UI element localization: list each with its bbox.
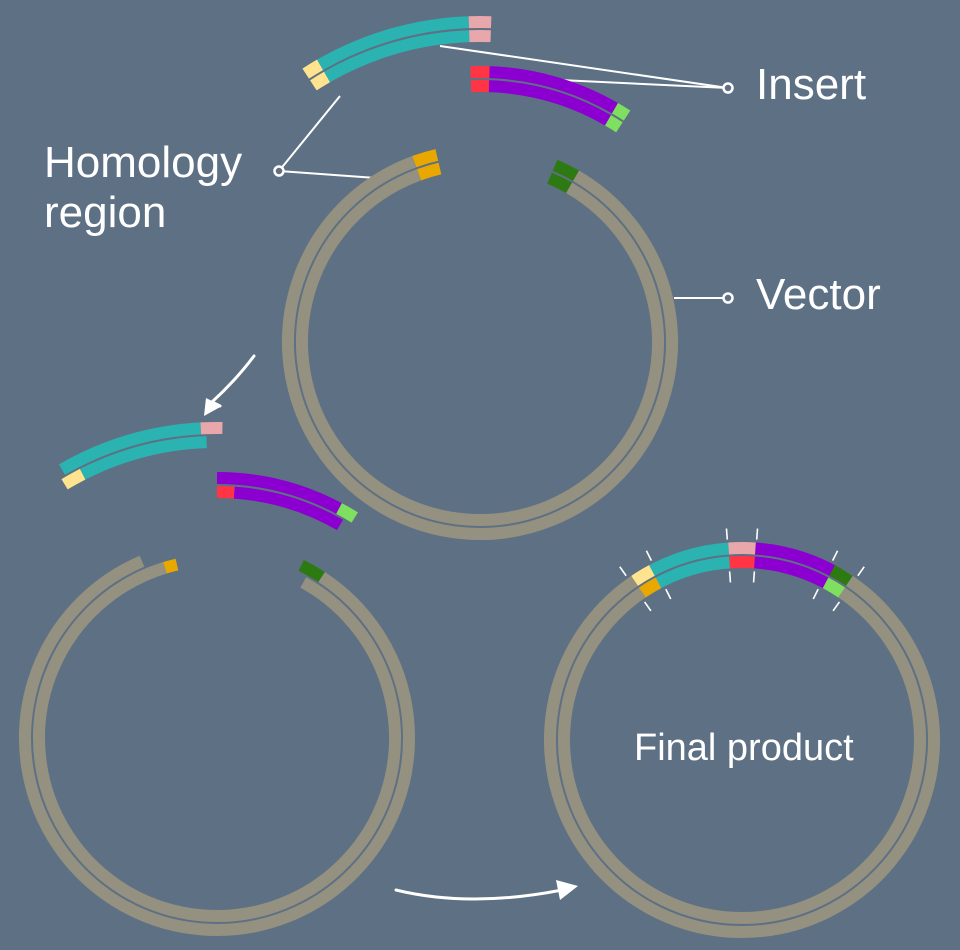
arrow-step2-head [556, 880, 578, 900]
final-insert1-outer [643, 542, 730, 579]
chewed-insert2-outer-strand [216, 472, 342, 514]
vector-right-homology-inner [547, 172, 573, 194]
insert1-left-homology-inner [310, 71, 331, 91]
final-left-junction-outer [631, 565, 655, 586]
final-right-junction-inner [822, 577, 845, 598]
junction-tick-outer-0-1 [645, 550, 653, 561]
junction-tick-inner-0-1 [665, 588, 672, 600]
chewed-vector-outer-strand [19, 555, 415, 936]
vector-inner-strand [296, 169, 664, 526]
label-leaders [273, 45, 734, 304]
final-right-junction-outer [829, 565, 853, 586]
stage-final-product [544, 528, 940, 938]
insert-leader-teal [439, 45, 729, 89]
chewed-insert2-left-overlap [216, 486, 235, 499]
arrow-step2-shaft [394, 888, 564, 901]
insert1-inner-strand [324, 30, 470, 83]
junction-tick-outer-2-0 [831, 550, 839, 561]
stage-exonuclease-chewback [19, 422, 415, 936]
junction-tick-inner-1-1 [752, 571, 756, 583]
homology-label-line1: Homology [44, 138, 243, 187]
insert2-right-homology-inner [604, 115, 623, 133]
insert1-left-homology-outer [302, 59, 324, 79]
insert2-inner-strand [488, 80, 611, 126]
final-insert2-inner [753, 556, 834, 592]
homology-region-label: Homology region [44, 138, 242, 238]
junction-tick-outer-1-1 [755, 528, 759, 540]
homology-leader-vector [278, 170, 377, 179]
process-arrows [204, 354, 578, 901]
vector-right-homology-outer [552, 159, 579, 181]
vector-leader-dot [722, 292, 734, 304]
chewed-insert2-right-homology [336, 503, 358, 523]
junction-tick-inner-1-0 [728, 571, 732, 583]
final-insert2-outer [754, 542, 841, 579]
final-insert1-inner [650, 556, 731, 592]
insert1-outer-strand [317, 16, 470, 71]
chewed-insert1-left-homology [61, 468, 86, 490]
chewed-vector-right-homology [298, 560, 325, 583]
insert2-outer-strand [489, 66, 618, 114]
insert-leader-purple [559, 79, 729, 89]
insert-leader-dot [722, 82, 734, 94]
junction-tick-outer-1-0 [725, 528, 729, 540]
homology-label-line2: region [44, 188, 167, 237]
chewed-vector-inner-strand [33, 562, 401, 922]
junction-tick-inner-2-0 [812, 588, 819, 600]
junction-tick-inner-0-0 [643, 601, 652, 612]
chewed-insert1-outer-strand [59, 422, 202, 475]
final-vector-inner-strand [558, 580, 926, 924]
chewed-insert1-inner-strand [79, 436, 207, 480]
stage-separate-pieces [282, 15, 678, 540]
homology-leader-insert [278, 95, 341, 172]
vector-outer-strand [282, 155, 678, 540]
arrow-step1-head [204, 398, 222, 416]
junction-tick-outer-0-0 [619, 566, 627, 577]
vector-label: Vector [756, 270, 881, 319]
junction-tick-inner-2-1 [832, 601, 841, 612]
homology-leader-dot [273, 165, 285, 177]
final-left-junction-inner [639, 577, 662, 598]
chewed-vector-left-homology [163, 558, 179, 574]
insert2-right-homology-outer [611, 102, 631, 121]
junction-tick-outer-2-1 [857, 566, 865, 577]
vector-left-homology-inner [417, 162, 442, 181]
vector-left-homology-outer [412, 149, 439, 168]
insert-label: Insert [756, 60, 867, 109]
final-vector-outer-strand [544, 568, 940, 938]
chewed-insert2-inner-strand [233, 486, 343, 531]
final-product-label: Final product [634, 727, 854, 769]
